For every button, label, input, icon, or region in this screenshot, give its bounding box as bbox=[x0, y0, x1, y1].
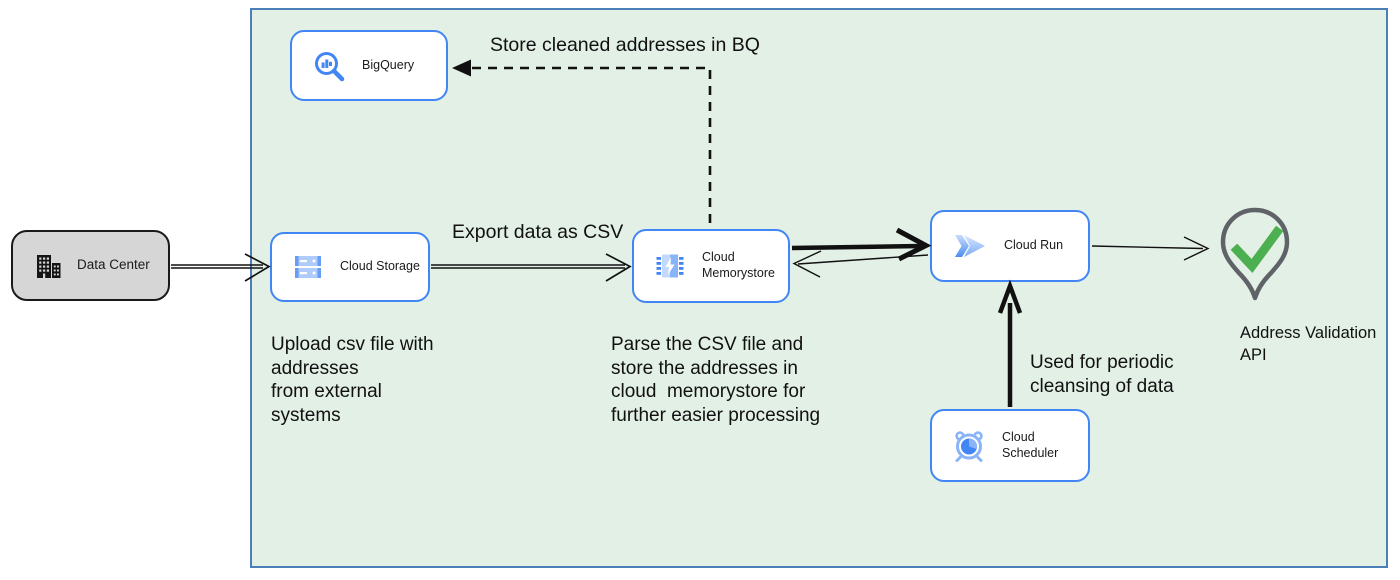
address-validation-pin-icon[interactable] bbox=[1213, 206, 1297, 308]
node-cloud-run[interactable]: Cloud Run bbox=[930, 210, 1090, 282]
data-center-label: Data Center bbox=[77, 257, 150, 273]
cloud-storage-label: Cloud Storage bbox=[340, 259, 420, 274]
edge-label-periodic-cleansing: Used for periodic cleansing of data bbox=[1030, 352, 1174, 397]
bigquery-label: BigQuery bbox=[362, 57, 415, 72]
edge-label-export-csv: Export data as CSV bbox=[452, 221, 624, 243]
cloud-scheduler-label: Cloud Scheduler bbox=[1002, 429, 1059, 460]
cloud-run-icon bbox=[952, 232, 988, 260]
gcp-boundary-container bbox=[250, 8, 1388, 568]
node-cloud-memorystore[interactable]: Cloud Memorystore bbox=[632, 229, 790, 303]
cloud-scheduler-icon bbox=[952, 429, 986, 463]
check-icon bbox=[1230, 225, 1284, 274]
edge-label-store-bq: Store cleaned addresses in BQ bbox=[490, 34, 760, 56]
cloud-storage-icon bbox=[292, 251, 324, 283]
node-cloud-scheduler[interactable]: Cloud Scheduler bbox=[930, 409, 1090, 482]
address-validation-api-label: Address Validation API bbox=[1240, 324, 1377, 364]
bigquery-icon bbox=[312, 49, 346, 83]
cloud-memorystore-icon bbox=[654, 250, 686, 282]
node-cloud-storage[interactable]: Cloud Storage bbox=[270, 232, 430, 302]
note-parse-csv: Parse the CSV file and store the address… bbox=[611, 334, 821, 426]
data-center-icon bbox=[33, 251, 63, 281]
cloud-memorystore-label: Cloud Memorystore bbox=[702, 250, 775, 280]
cloud-run-label: Cloud Run bbox=[1004, 238, 1064, 253]
node-bigquery[interactable]: BigQuery bbox=[290, 30, 448, 101]
note-upload-csv: Upload csv file with addresses from exte… bbox=[271, 334, 434, 426]
node-data-center[interactable]: Data Center bbox=[11, 230, 170, 301]
